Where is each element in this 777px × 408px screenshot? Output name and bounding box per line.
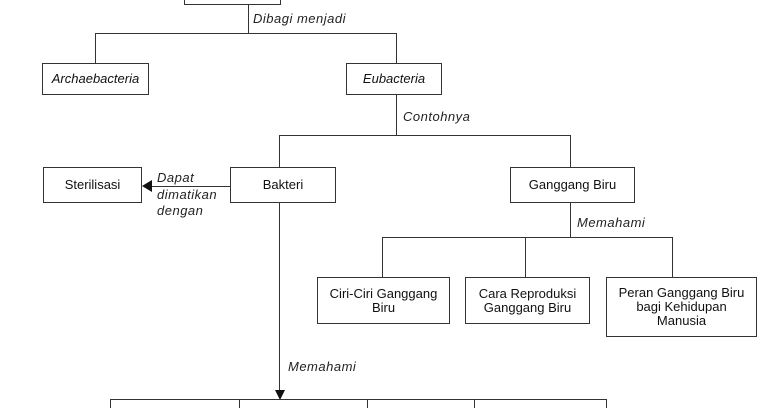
arrow-head-left bbox=[142, 180, 152, 192]
connector bbox=[279, 135, 571, 136]
connector bbox=[570, 203, 571, 237]
connector bbox=[152, 186, 230, 187]
connector bbox=[570, 135, 571, 167]
node-ganggang-biru: Ganggang Biru bbox=[510, 167, 635, 203]
arrow-head-down bbox=[275, 390, 285, 400]
connector bbox=[382, 237, 383, 277]
node-bakteri: Bakteri bbox=[230, 167, 336, 203]
edge-label-dimatikan: dimatikan bbox=[157, 187, 218, 202]
connector bbox=[396, 95, 397, 135]
edge-label-memahami-ganggang: Memahami bbox=[577, 215, 646, 230]
connector bbox=[382, 237, 673, 238]
node-reproduksi: Cara Reproduksi Ganggang Biru bbox=[465, 277, 590, 324]
node-ciri-ciri: Ciri-Ciri Ganggang Biru bbox=[317, 277, 450, 324]
connector bbox=[279, 203, 280, 390]
node-eubacteria: Eubacteria bbox=[346, 63, 442, 95]
connector bbox=[95, 33, 96, 63]
edge-label-memahami-bakteri: Memahami bbox=[288, 359, 357, 374]
connector bbox=[525, 237, 526, 277]
connector bbox=[606, 399, 607, 408]
node-archaebacteria: Archaebacteria bbox=[42, 63, 149, 95]
connector bbox=[279, 135, 280, 167]
connector bbox=[95, 33, 397, 34]
edge-label-dibagi: Dibagi menjadi bbox=[253, 11, 346, 26]
edge-label-dengan: dengan bbox=[157, 203, 204, 218]
connector bbox=[239, 399, 240, 408]
node-sterilisasi: Sterilisasi bbox=[43, 167, 142, 203]
connector bbox=[396, 33, 397, 63]
node-peran: Peran Ganggang Biru bagi Kehidupan Manus… bbox=[606, 277, 757, 337]
connector bbox=[110, 399, 111, 408]
connector bbox=[248, 5, 249, 33]
connector bbox=[672, 237, 673, 277]
connector bbox=[367, 399, 368, 408]
connector bbox=[474, 399, 475, 408]
edge-label-contohnya: Contohnya bbox=[403, 109, 471, 124]
edge-label-dapat: Dapat bbox=[157, 170, 195, 185]
connector bbox=[110, 399, 607, 400]
root-node bbox=[184, 0, 281, 5]
